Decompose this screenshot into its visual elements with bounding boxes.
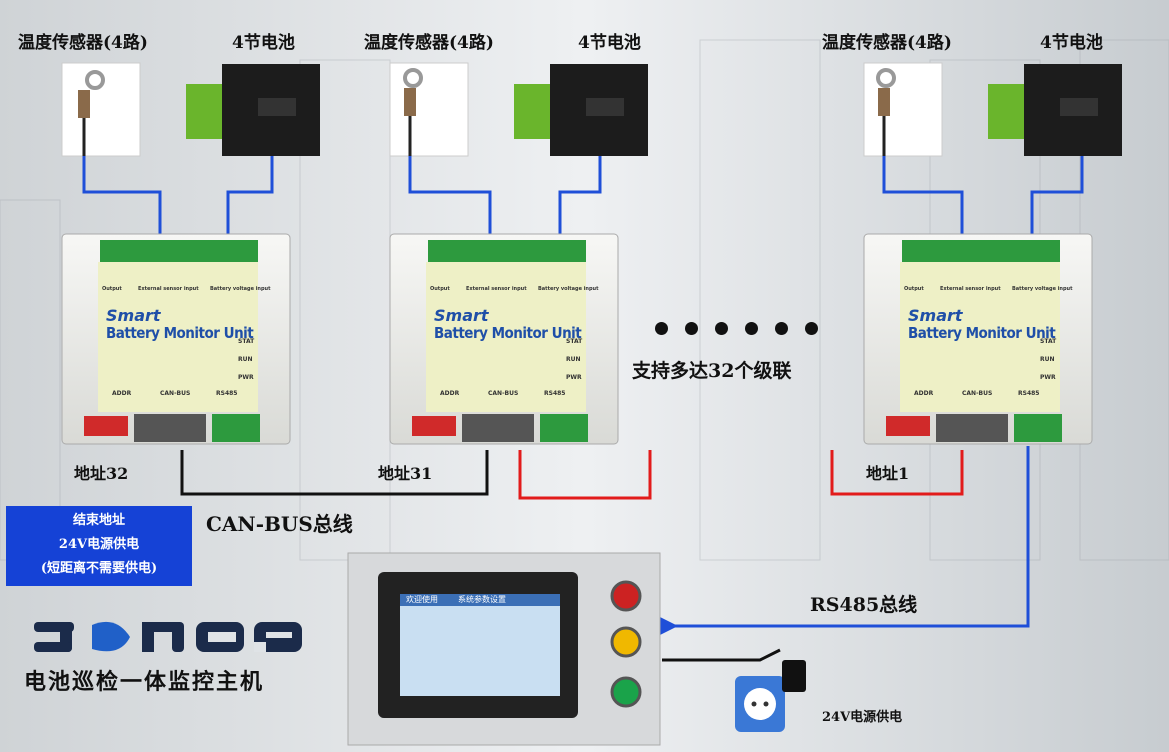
led-pwr-label: PWR (1040, 374, 1056, 381)
end-box-line2: 24V电源供电 (58, 537, 140, 552)
batt-input-label: Battery voltage input (538, 286, 599, 292)
led-run-label: RUN (566, 356, 581, 363)
battery-label-2: 4节电池 (578, 33, 641, 53)
canbus-wire (180, 450, 489, 496)
ext-sensor-label: External sensor input (138, 286, 199, 292)
addr-label: ADDR (440, 390, 460, 397)
led-run-label: RUN (238, 356, 253, 363)
cascade-ellipsis (655, 320, 835, 339)
rs485-port-label: RS485 (1018, 390, 1040, 397)
host-title: 电池巡检一体监控主机 (24, 669, 265, 695)
module-brand: Smart (106, 306, 161, 325)
cascade-label: 支持多达32个级联 (632, 360, 792, 382)
battery-label-3: 4节电池 (1040, 33, 1103, 53)
module-31: Smart Battery Monitor Unit STAT RUN PWR … (390, 234, 618, 444)
sensor-label-2: 温度传感器(4路) (364, 33, 494, 53)
power-cord (662, 648, 781, 662)
module-1-body (863, 233, 1093, 445)
led-run-label: RUN (1040, 356, 1055, 363)
led-pwr-label: PWR (238, 374, 254, 381)
sensor-label-3: 温度传感器(4路) (822, 33, 952, 53)
module-title: Battery Monitor Unit (106, 324, 254, 342)
led-pwr-label: PWR (566, 374, 582, 381)
module-1: Smart Battery Monitor Unit STAT RUN PWR … (864, 234, 1092, 444)
battery-image-2 (514, 64, 648, 156)
end-box-line1: 结束地址 (72, 513, 125, 528)
battery-image-1 (186, 64, 320, 156)
battery-label-1: 4节电池 (232, 33, 295, 53)
rs485-wire (648, 446, 1030, 641)
end-box-line3: (短距离不需要供电) (40, 561, 158, 576)
addr-label: ADDR (914, 390, 934, 397)
temp-sensor-image-3 (863, 62, 943, 157)
canbus-label: CAN-BUS总线 (206, 512, 353, 536)
canbus-port-label: CAN-BUS (488, 390, 519, 397)
end-address-box: 结束地址 24V电源供电 (短距离不需要供电) (6, 506, 192, 586)
ext-sensor-label: External sensor input (940, 286, 1001, 292)
sensor-battery-wires (82, 156, 1084, 238)
ext-sensor-label: External sensor input (466, 286, 527, 292)
power-label: 24V电源供电 (822, 710, 903, 725)
rs485-label: RS485总线 (810, 594, 918, 616)
addr-label: ADDR (112, 390, 132, 397)
temp-sensor-image-1 (61, 62, 141, 157)
output-label: Output (102, 286, 122, 292)
led-stat-label: STAT (566, 338, 583, 345)
address-label-31: 地址31 (378, 464, 433, 483)
battery-image-3 (988, 64, 1122, 156)
power-socket-icon (735, 660, 806, 732)
address-label-1: 地址1 (866, 464, 910, 483)
module-32-body (61, 233, 291, 445)
module-31-body (389, 233, 619, 445)
jonda-logo (34, 621, 302, 652)
output-label: Output (430, 286, 450, 292)
rs485-port-label: RS485 (544, 390, 566, 397)
temp-sensor-image-2 (389, 62, 469, 157)
address-label-32: 地址32 (74, 464, 129, 483)
red-link-1 (830, 450, 964, 496)
module-brand: Smart (908, 306, 963, 325)
module-brand: Smart (434, 306, 489, 325)
canbus-port-label: CAN-BUS (160, 390, 191, 397)
screen-welcome: 欢迎使用 (406, 595, 438, 604)
sensor-label-1: 温度传感器(4路) (18, 33, 148, 53)
canbus-port-label: CAN-BUS (962, 390, 993, 397)
module-title: Battery Monitor Unit (908, 324, 1056, 342)
rs485-port-label: RS485 (216, 390, 238, 397)
led-stat-label: STAT (1040, 338, 1057, 345)
host-unit (347, 552, 661, 746)
module-title: Battery Monitor Unit (434, 324, 582, 342)
module-32: Smart Battery Monitor Unit STAT RUN PWR … (62, 234, 290, 444)
batt-input-label: Battery voltage input (210, 286, 271, 292)
batt-input-label: Battery voltage input (1012, 286, 1073, 292)
output-label: Output (904, 286, 924, 292)
red-link-31 (518, 450, 652, 500)
screen-header: 系统参数设置 (458, 595, 506, 604)
led-stat-label: STAT (238, 338, 255, 345)
